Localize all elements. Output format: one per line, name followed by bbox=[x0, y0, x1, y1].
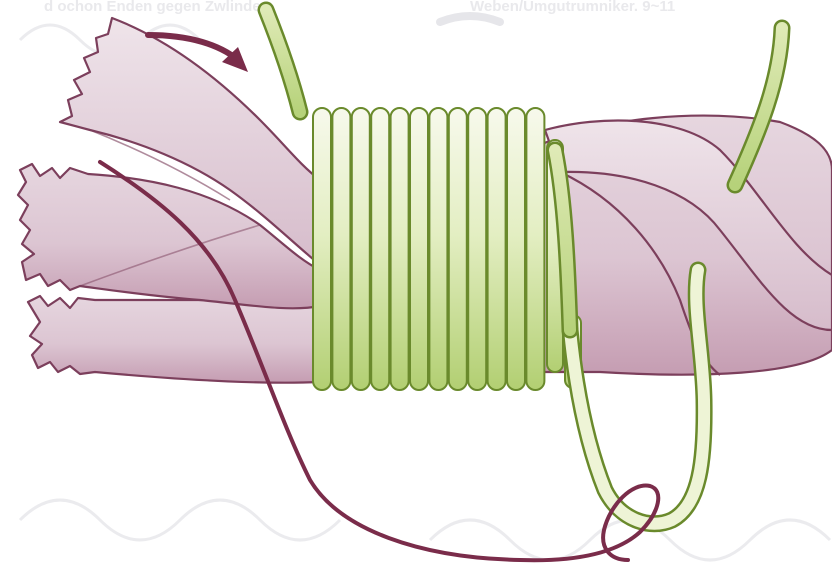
faint-arrow-icon bbox=[440, 16, 500, 22]
whipping-coil bbox=[468, 108, 486, 390]
whipping-coil bbox=[526, 108, 544, 390]
whipping-coil bbox=[391, 108, 409, 390]
rope-body-right bbox=[540, 116, 832, 375]
rope-strands-left bbox=[18, 18, 320, 383]
whipping-coil bbox=[313, 108, 331, 390]
whipping-coil bbox=[488, 108, 506, 390]
whipping-coils bbox=[313, 108, 581, 390]
whipping-coil bbox=[332, 108, 350, 390]
whipping-coil bbox=[352, 108, 370, 390]
whipping-coil bbox=[449, 108, 467, 390]
whipping-coil bbox=[410, 108, 428, 390]
rope-strand-lower bbox=[28, 296, 320, 383]
whipping-coil bbox=[507, 108, 525, 390]
whipping-coil bbox=[371, 108, 389, 390]
whipping-coil bbox=[429, 108, 447, 390]
